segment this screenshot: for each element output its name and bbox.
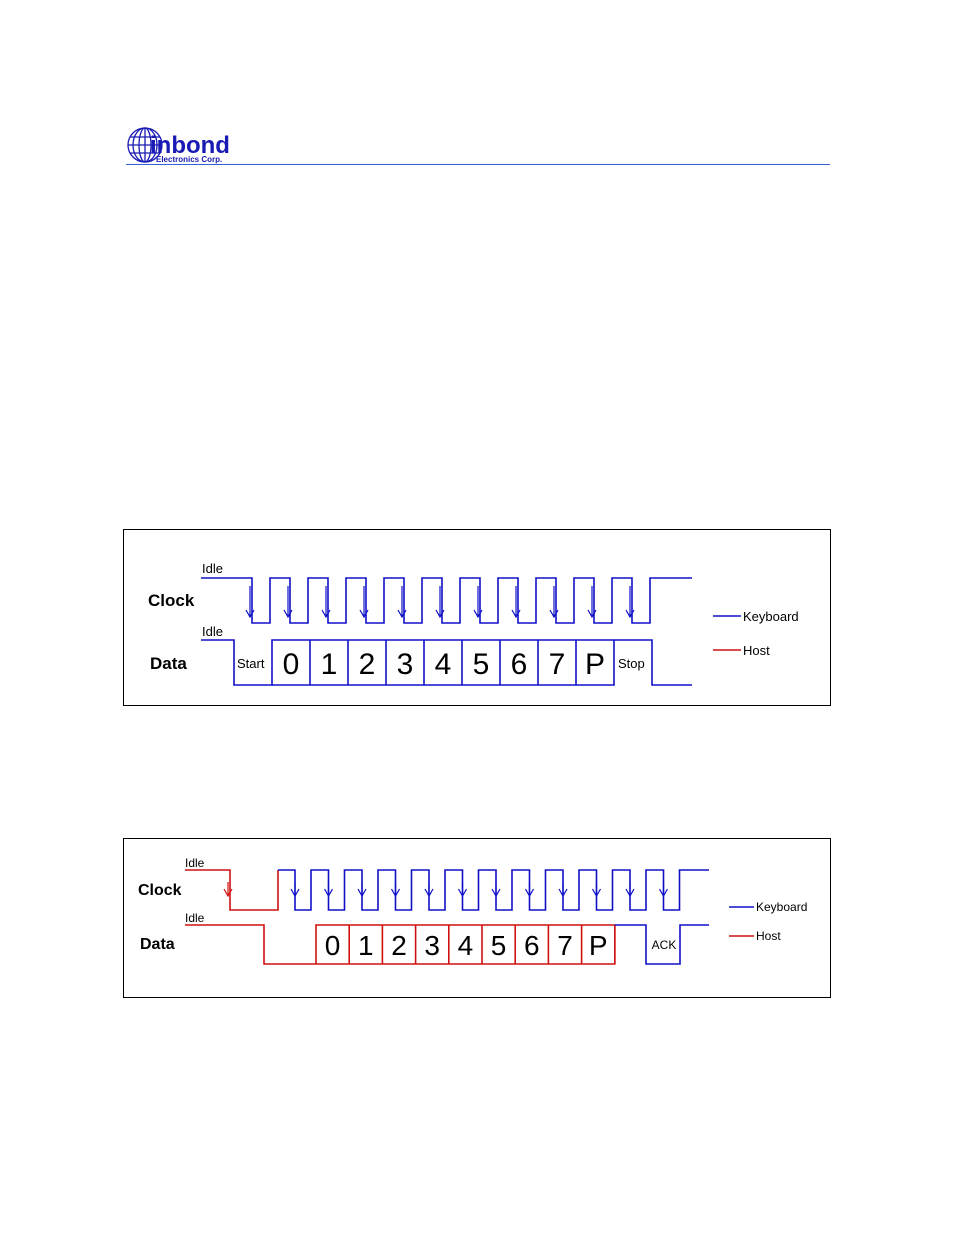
data-bit-P: P bbox=[589, 930, 608, 961]
data-bit-2: 2 bbox=[359, 648, 376, 681]
legend-host-label: Host bbox=[756, 929, 781, 943]
legend-keyboard-label: Keyboard bbox=[756, 900, 807, 914]
header-rule bbox=[126, 164, 830, 165]
legend-keyboard-label: Keyboard bbox=[743, 609, 799, 624]
clock-edge-arrow-0 bbox=[291, 882, 299, 896]
winbond-logo: inbond Electronics Corp. bbox=[126, 124, 256, 168]
clock-waveform bbox=[201, 578, 692, 623]
clock-edge-arrow-4 bbox=[425, 882, 433, 896]
data-bit-P: P bbox=[585, 648, 605, 681]
data-bit-0: 0 bbox=[283, 648, 300, 681]
data-label: Data bbox=[150, 654, 187, 673]
data-bit-6: 6 bbox=[511, 648, 528, 681]
clock-idle-label: Idle bbox=[202, 561, 223, 576]
data-idle-label: Idle bbox=[185, 911, 205, 925]
data-bit-7: 7 bbox=[549, 648, 566, 681]
data-bit-5: 5 bbox=[491, 930, 507, 961]
data-bit-1: 1 bbox=[358, 930, 374, 961]
clock-label: Clock bbox=[138, 882, 182, 899]
clock-edge-arrow-7 bbox=[526, 882, 534, 896]
legend-host-label: Host bbox=[743, 643, 770, 658]
clock-edge-arrow-10 bbox=[626, 882, 634, 896]
data-bit-4: 4 bbox=[458, 930, 474, 961]
clock-edge-arrow-9 bbox=[593, 882, 601, 896]
data-bit-3: 3 bbox=[424, 930, 440, 961]
data-bit-7: 7 bbox=[557, 930, 573, 961]
clock-label: Clock bbox=[148, 591, 195, 610]
clock-idle-label: Idle bbox=[185, 856, 205, 870]
data-bit-0: 0 bbox=[325, 930, 341, 961]
ack-bit-label: ACK bbox=[652, 938, 677, 952]
data-bit-5: 5 bbox=[473, 648, 490, 681]
clock-edge-arrow-2 bbox=[358, 882, 366, 896]
stop-bit-label: Stop bbox=[618, 656, 645, 671]
clock-edge-arrow-11 bbox=[660, 882, 668, 896]
data-idle-label: Idle bbox=[202, 624, 223, 639]
data-bit-3: 3 bbox=[397, 648, 414, 681]
data-bit-4: 4 bbox=[435, 648, 452, 681]
data-bit-2: 2 bbox=[391, 930, 407, 961]
clock-waveform bbox=[278, 870, 709, 910]
clock-edge-arrow-1 bbox=[325, 882, 333, 896]
clock-edge-arrow-5 bbox=[459, 882, 467, 896]
clock-edge-arrow-8 bbox=[559, 882, 567, 896]
logo-tagline: Electronics Corp. bbox=[156, 155, 222, 164]
start-bit-label: Start bbox=[237, 656, 265, 671]
clock-edge-arrow-3 bbox=[392, 882, 400, 896]
data-label: Data bbox=[140, 936, 175, 953]
data-bit-1: 1 bbox=[321, 648, 338, 681]
data-bit-6: 6 bbox=[524, 930, 540, 961]
clock-edge-arrow-6 bbox=[492, 882, 500, 896]
